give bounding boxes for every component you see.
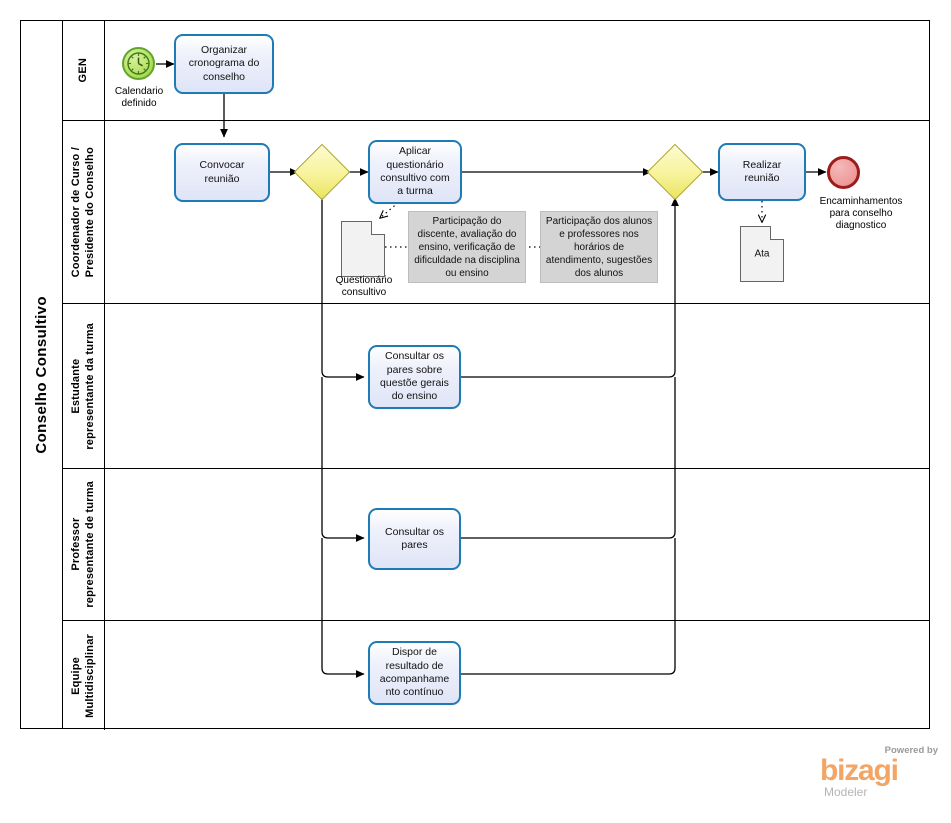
lane-label-gen: GEN bbox=[76, 58, 89, 83]
text-annotation-participacao-alunos: Participação dos alunos e professores no… bbox=[540, 211, 658, 283]
lane-label-coordenador: Coordenador de Curso /Presidente do Cons… bbox=[69, 146, 96, 278]
bizagi-wordmark: bizagi bbox=[820, 754, 899, 787]
bizagi-logo: Powered by bizagi Modeler bbox=[820, 745, 940, 800]
annotation-text: Participação do discente, avaliação do e… bbox=[414, 215, 520, 279]
pool-title: Conselho Consultivo bbox=[21, 21, 63, 728]
clock-icon bbox=[127, 52, 150, 75]
annotation-text: Participação dos alunos e professores no… bbox=[545, 215, 653, 279]
pool-title-label: Conselho Consultivo bbox=[33, 295, 50, 454]
pool-conselho-consultivo: Conselho Consultivo GEN Coordenador de C… bbox=[20, 20, 930, 730]
data-object-questionario[interactable] bbox=[341, 221, 385, 277]
modeler-label: Modeler bbox=[824, 785, 868, 799]
lane-gen: GEN bbox=[63, 21, 929, 121]
lane-title-gen: GEN bbox=[63, 21, 105, 120]
end-event[interactable] bbox=[827, 156, 860, 189]
text-annotation-participacao-discente: Participação do discente, avaliação do e… bbox=[408, 211, 526, 283]
timer-start-event[interactable] bbox=[122, 47, 155, 80]
data-object-ata[interactable]: Ata bbox=[740, 226, 784, 282]
powered-by-label: Powered by bbox=[884, 745, 938, 756]
data-object-text: Ata bbox=[754, 248, 770, 260]
lane-title-coordenador: Coordenador de Curso /Presidente do Cons… bbox=[63, 121, 105, 303]
